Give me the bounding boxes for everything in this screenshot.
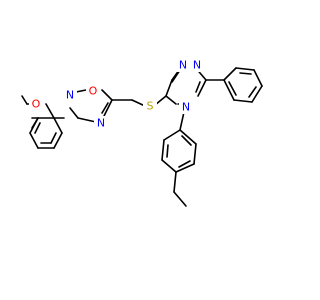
oxadiazole-o1-label: O xyxy=(89,85,98,98)
methoxyphenyl-ring xyxy=(29,117,63,149)
methylene-linker xyxy=(111,95,167,107)
methoxy-oxygen-label: O xyxy=(32,98,41,111)
ethyl-group xyxy=(173,171,187,207)
atom-labels: O N O N S N N N xyxy=(29,58,204,130)
oxadiazole-n2-label: N xyxy=(66,89,74,102)
phenyl-ring xyxy=(205,67,263,103)
molecule-structure: O N O N S N N N xyxy=(21,58,263,207)
triazole-n4-label: N xyxy=(182,101,190,114)
oxadiazole-ring xyxy=(53,89,113,123)
ethylphenyl-ring xyxy=(161,111,197,173)
triazole-n1-label: N xyxy=(179,59,187,72)
molecule-canvas: O N O N S N N N xyxy=(21,58,263,207)
triazole-n2-label: N xyxy=(193,59,201,72)
thioether-sulfur-label: S xyxy=(147,100,154,113)
oxadiazole-n4-label: N xyxy=(97,117,105,130)
